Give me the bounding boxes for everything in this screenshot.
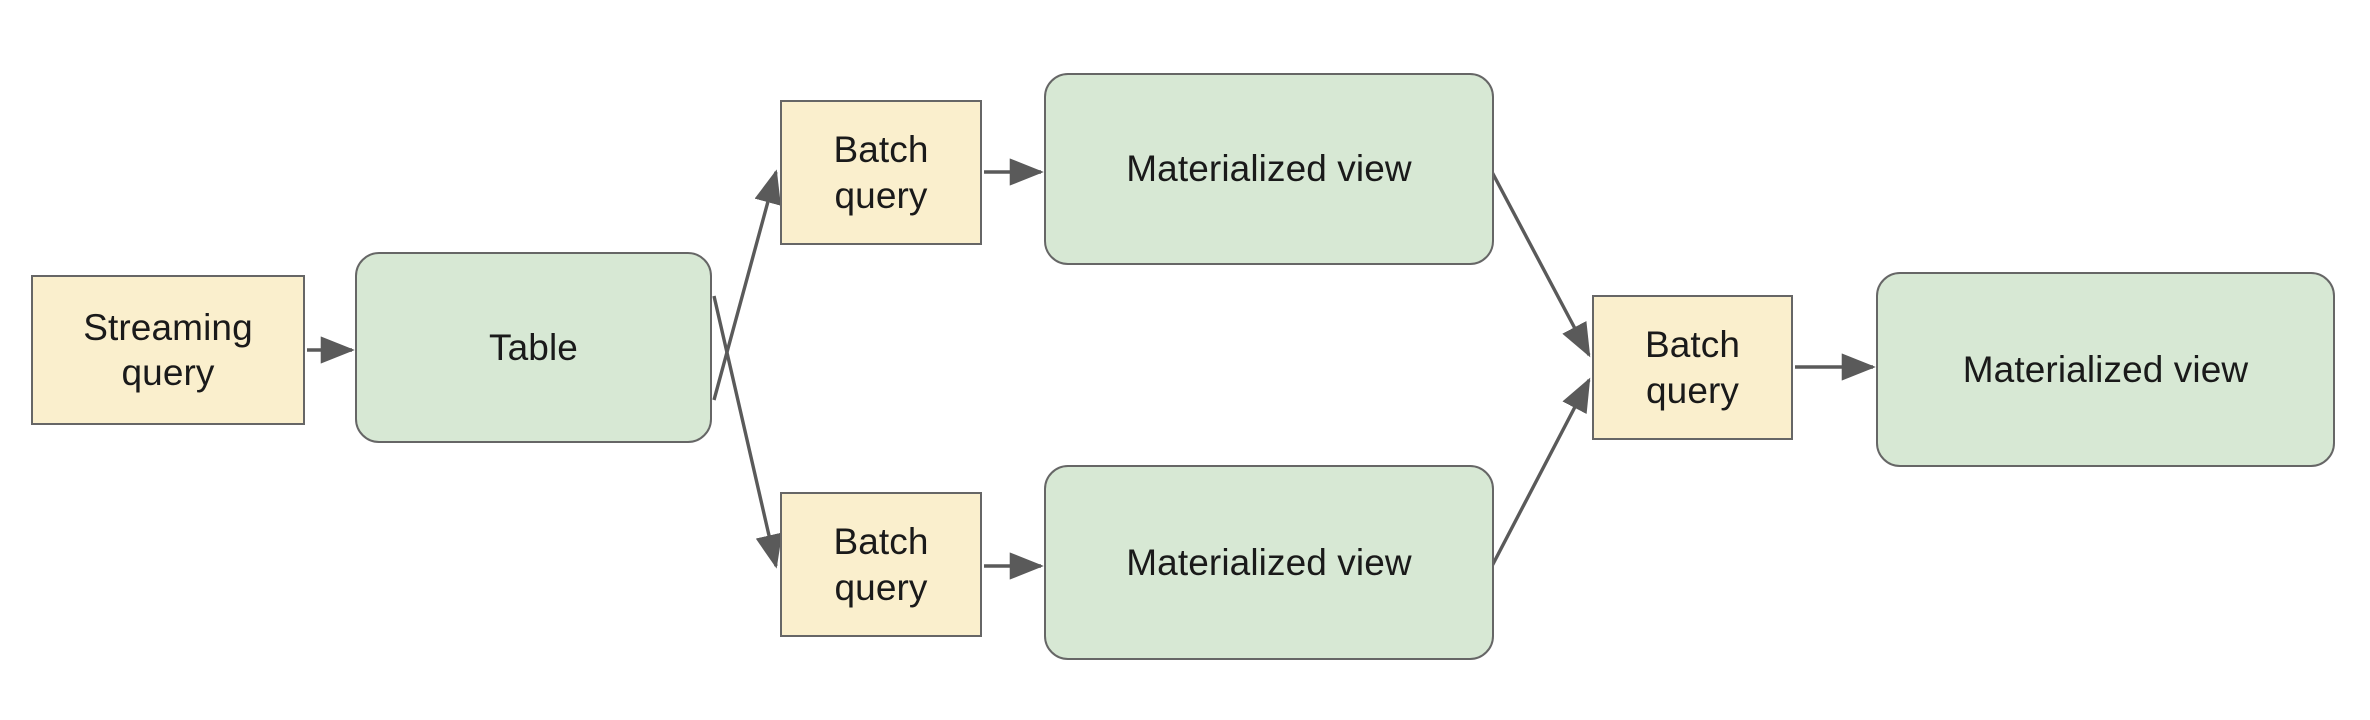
node-batch-query-bottom[interactable]: Batch query <box>780 492 982 637</box>
node-materialized-view-bottom-label: Materialized view <box>1126 541 1412 583</box>
node-materialized-view-bottom[interactable]: Materialized view <box>1044 465 1494 660</box>
node-streaming-query[interactable]: Streaming query <box>31 275 305 425</box>
node-batch-query-output[interactable]: Batch query <box>1592 295 1793 440</box>
node-batch-query-top[interactable]: Batch query <box>780 100 982 245</box>
node-batch-query-top-label: Batch query <box>833 129 929 216</box>
node-materialized-view-top-label: Materialized view <box>1126 148 1412 190</box>
edge-materialized-view-bottom-to-batch-query-output <box>1490 377 1591 567</box>
edge-table-to-batch-query-top <box>712 169 781 401</box>
edge-table-to-batch-query-bottom <box>712 295 783 569</box>
edge-materialized-view-top-to-batch-query-output <box>1490 171 1591 358</box>
node-materialized-view-top[interactable]: Materialized view <box>1044 73 1494 265</box>
node-table-label: Table <box>489 326 578 368</box>
node-streaming-query-label: Streaming query <box>83 306 253 393</box>
node-table[interactable]: Table <box>355 252 712 443</box>
node-materialized-view-right[interactable]: Materialized view <box>1876 272 2335 467</box>
node-batch-query-output-label: Batch query <box>1644 324 1741 411</box>
node-materialized-view-right-label: Materialized view <box>1962 348 2249 390</box>
node-batch-query-bottom-label: Batch query <box>833 521 929 608</box>
